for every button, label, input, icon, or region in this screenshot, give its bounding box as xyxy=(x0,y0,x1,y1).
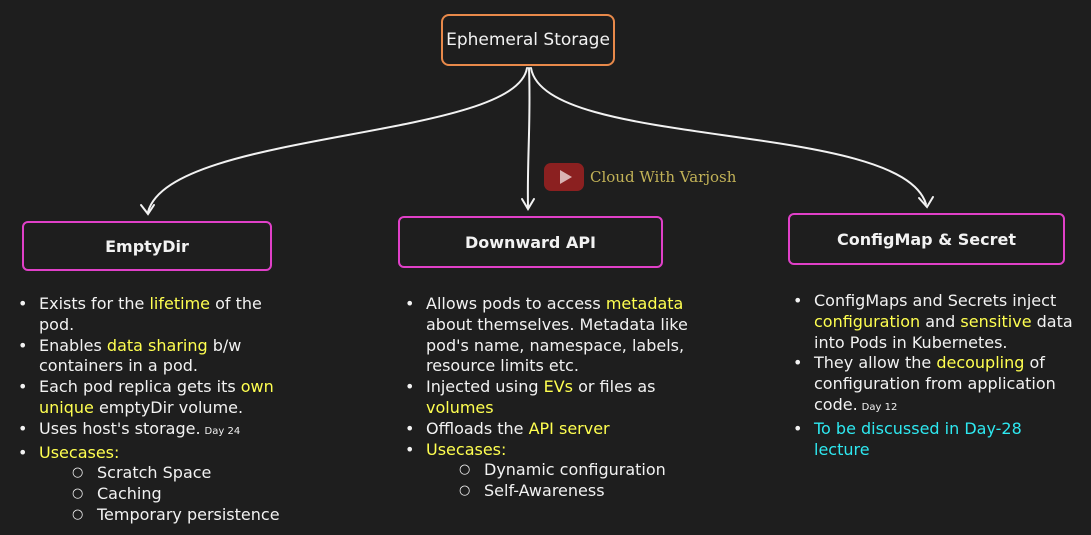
bullet-text: configuration xyxy=(814,311,921,331)
bullet-text: To be discussed in Day-28 lecture xyxy=(814,418,1022,459)
sub-bullet-item: Scratch Space xyxy=(39,463,296,484)
bullet-text: sensitive xyxy=(960,311,1032,331)
bullet-text: decoupling xyxy=(936,353,1025,373)
root-node-ephemeral-storage: Ephemeral Storage xyxy=(441,14,615,66)
bullet-text: EVs xyxy=(543,377,573,397)
bullet-text: data into Pods in Kubernetes. xyxy=(814,311,1073,352)
sub-bullet-text: Scratch Space xyxy=(97,463,212,483)
emptydir-notes: Exists for the lifetime of the pod.Enabl… xyxy=(16,294,296,526)
watermark-text: Cloud With Varjosh xyxy=(590,168,737,186)
bullet-text: about themselves. Metadata like pod's na… xyxy=(426,314,688,376)
sub-bullet-text: Self-Awareness xyxy=(484,481,605,501)
sub-bullet-item: Caching xyxy=(39,484,296,505)
bullet-item: Uses host's storage.Day 24 xyxy=(16,419,296,443)
bullet-text: ConfigMaps and Secrets inject xyxy=(814,291,1057,310)
bullet-item: They allow the decoupling of configurati… xyxy=(791,353,1081,418)
bullet-item: To be discussed in Day-28 lecture xyxy=(791,419,1081,461)
sub-bullet-text: Temporary persistence xyxy=(97,504,280,524)
youtube-icon xyxy=(544,163,584,191)
bullet-text: or files as xyxy=(573,377,656,397)
day-reference: Day 12 xyxy=(861,401,898,413)
bullet-text: of configuration from application code. xyxy=(814,353,1056,414)
root-label: Ephemeral Storage xyxy=(446,30,610,50)
arrow-to-emptydir xyxy=(147,67,528,213)
bullet-text: of the pod. xyxy=(39,294,262,334)
configmap-secret-notes: ConfigMaps and Secrets inject configurat… xyxy=(791,291,1081,460)
sub-bullet-item: Dynamic configuration xyxy=(426,460,693,481)
bullet-text: volumes xyxy=(426,397,494,417)
node-title: EmptyDir xyxy=(105,236,189,256)
bullet-text: lifetime xyxy=(149,294,210,313)
sub-bullet-item: Temporary persistence xyxy=(39,505,296,526)
sub-bullet-item: Self-Awareness xyxy=(426,481,693,502)
node-emptydir: EmptyDir xyxy=(22,221,272,271)
bullet-item: Usecases:Dynamic configurationSelf-Aware… xyxy=(403,440,693,502)
bullet-item: Enables data sharing b/w containers in a… xyxy=(16,336,296,378)
bullet-text: They allow the xyxy=(814,353,937,373)
watermark: Cloud With Varjosh xyxy=(544,163,736,191)
arrow-to-downward-api xyxy=(526,67,531,208)
sub-bullet-text: Caching xyxy=(97,484,162,504)
bullet-text: Usecases: xyxy=(426,439,507,459)
bullet-item: Offloads the API server xyxy=(403,419,693,440)
sub-bullet-text: Dynamic configuration xyxy=(484,460,666,480)
bullet-text: b/w containers in a pod. xyxy=(39,335,242,376)
bullet-text: Uses host's storage. xyxy=(39,418,201,438)
bullet-text: Each pod replica gets its xyxy=(39,377,241,397)
bullet-item: ConfigMaps and Secrets inject configurat… xyxy=(791,291,1081,353)
day-reference: Day 24 xyxy=(204,425,241,437)
bullet-text: data sharing xyxy=(106,335,208,355)
bullet-text: and xyxy=(920,311,961,331)
bullet-text: Usecases: xyxy=(39,442,120,462)
bullet-text: emptyDir volume. xyxy=(93,397,244,417)
node-configmap-secret: ConfigMap & Secret xyxy=(788,213,1065,265)
bullet-item: Usecases:Scratch SpaceCachingTemporary p… xyxy=(16,443,296,526)
downward-api-notes: Allows pods to access metadata about the… xyxy=(403,294,693,502)
bullet-item: Exists for the lifetime of the pod. xyxy=(16,294,296,336)
bullet-text: own unique xyxy=(39,377,274,417)
bullet-text: metadata xyxy=(605,294,684,313)
bullet-item: Injected using EVs or files as volumes xyxy=(403,377,693,419)
node-title: ConfigMap & Secret xyxy=(837,229,1016,249)
arrow-to-configmap xyxy=(530,67,927,205)
bullet-text: Enables xyxy=(39,335,107,355)
bullet-item: Each pod replica gets its own unique emp… xyxy=(16,377,296,419)
node-title: Downward API xyxy=(465,232,596,252)
bullet-text: API server xyxy=(528,418,610,438)
bullet-text: Exists for the xyxy=(39,294,150,313)
bullet-text: Offloads the xyxy=(426,418,529,438)
node-downward-api: Downward API xyxy=(398,216,663,268)
bullet-text: Allows pods to access xyxy=(426,294,606,313)
bullet-item: Allows pods to access metadata about the… xyxy=(403,294,693,377)
bullet-text: Injected using xyxy=(426,377,544,397)
